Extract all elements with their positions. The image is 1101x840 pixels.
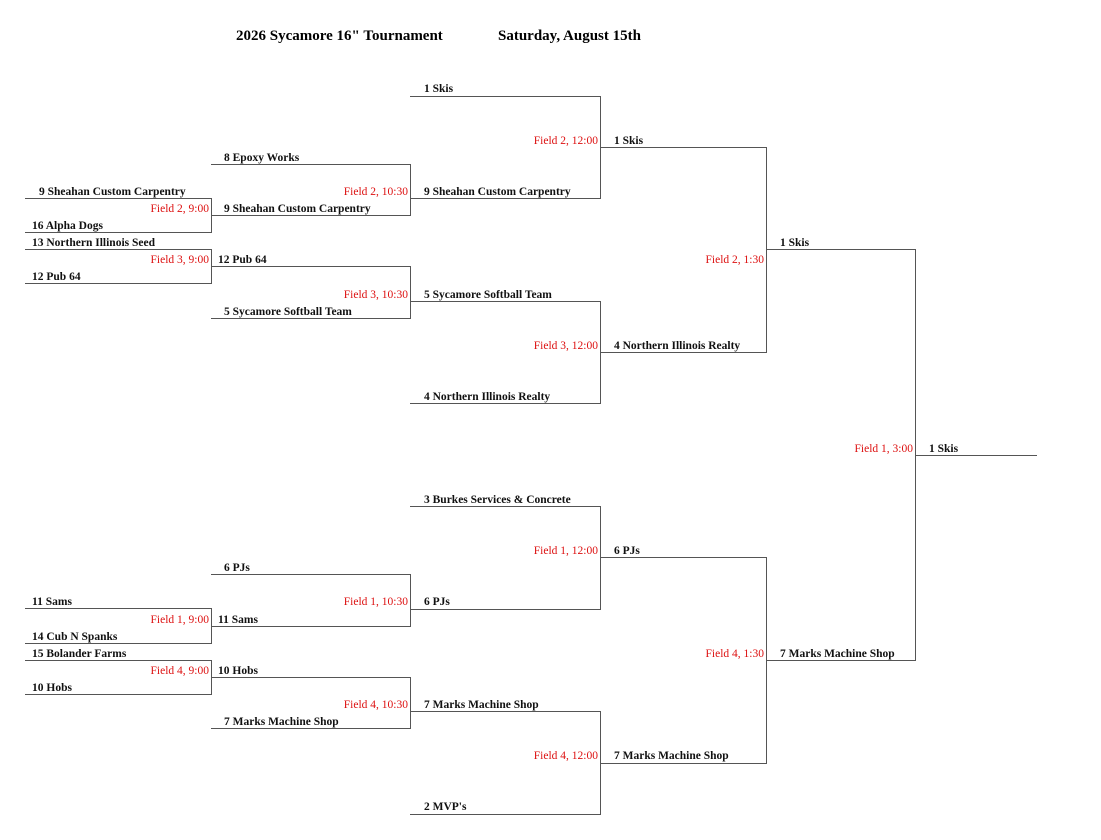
bracket-connector	[600, 557, 767, 764]
tournament-date: Saturday, August 15th	[498, 28, 642, 44]
team-slot: 9 Sheahan Custom Carpentry	[224, 203, 371, 215]
team-slot: 13 Northern Illinois Seed	[32, 237, 156, 249]
champion-name: 1 Skis	[929, 443, 959, 455]
game-field-time: Field 1, 3:00	[855, 443, 914, 455]
team-slot: 3 Burkes Services & Concrete	[424, 494, 571, 506]
team-slot: 9 Sheahan Custom Carpentry	[424, 186, 571, 198]
bracket-game: 10 Hobs 7 Marks Machine Shop Field 4, 10…	[211, 665, 411, 729]
bracket-connector	[211, 266, 411, 319]
game-field-time: Field 4, 9:00	[151, 665, 210, 677]
team-slot: 10 Hobs	[218, 665, 258, 677]
bracket-game: 9 Sheahan Custom Carpentry 16 Alpha Dogs…	[25, 186, 212, 233]
team-slot: 2 MVP's	[424, 801, 467, 813]
bracket-connector	[211, 164, 411, 216]
bracket-game: 6 PJs 11 Sams Field 1, 10:30	[211, 562, 411, 627]
team-slot: 1 Skis	[424, 83, 454, 95]
game-field-time: Field 2, 12:00	[534, 135, 598, 147]
game-field-time: Field 2, 1:30	[706, 254, 765, 266]
bracket-game: 15 Bolander Farms 10 Hobs Field 4, 9:00	[25, 648, 212, 695]
game-field-time: Field 3, 9:00	[151, 254, 210, 266]
team-slot: 11 Sams	[32, 596, 72, 608]
bracket-game: 6 PJs 7 Marks Machine Shop Field 4, 1:30	[600, 545, 767, 764]
team-slot: 11 Sams	[218, 614, 258, 626]
team-slot: 1 Skis	[780, 237, 810, 249]
team-slot: 6 PJs	[224, 562, 250, 574]
game-field-time: Field 4, 1:30	[706, 648, 765, 660]
round-3: 1 Skis 9 Sheahan Custom Carpentry Field …	[410, 83, 601, 815]
game-field-time: Field 2, 10:30	[344, 186, 408, 198]
team-slot: 7 Marks Machine Shop	[780, 648, 895, 660]
bracket-connector	[600, 147, 767, 353]
game-field-time: Field 3, 10:30	[344, 289, 408, 301]
game-field-time: Field 4, 10:30	[344, 699, 408, 711]
round-5: 1 Skis 7 Marks Machine Shop Field 1, 3:0…	[766, 237, 916, 661]
team-slot: 6 PJs	[614, 545, 640, 557]
bracket-connector	[211, 574, 411, 627]
champion-slot: 1 Skis	[915, 443, 1037, 456]
game-field-time: Field 4, 12:00	[534, 750, 598, 762]
team-slot: 7 Marks Machine Shop	[424, 699, 539, 711]
bracket-game: 3 Burkes Services & Concrete 6 PJs Field…	[410, 494, 601, 610]
round-1: 9 Sheahan Custom Carpentry 16 Alpha Dogs…	[25, 186, 212, 695]
team-slot: 7 Marks Machine Shop	[224, 716, 339, 728]
team-slot: 14 Cub N Spanks	[32, 631, 118, 643]
bracket-connector	[766, 249, 916, 661]
bracket-connector	[410, 506, 601, 610]
team-slot: 4 Northern Illinois Realty	[424, 391, 550, 403]
team-slot: 15 Bolander Farms	[32, 648, 127, 660]
bracket-game: 12 Pub 64 5 Sycamore Softball Team Field…	[211, 254, 411, 319]
team-slot: 6 PJs	[424, 596, 450, 608]
team-slot: 16 Alpha Dogs	[32, 220, 103, 232]
bracket-game: 7 Marks Machine Shop 2 MVP's Field 4, 12…	[410, 699, 601, 815]
team-slot: 8 Epoxy Works	[224, 152, 300, 164]
team-slot: 12 Pub 64	[218, 254, 267, 266]
bracket-game: 1 Skis 7 Marks Machine Shop Field 1, 3:0…	[766, 237, 916, 661]
bracket-game: 11 Sams 14 Cub N Spanks Field 1, 9:00	[25, 596, 212, 644]
bracket-connector	[410, 301, 601, 404]
bracket-connector	[410, 711, 601, 815]
bracket-game: 1 Skis 9 Sheahan Custom Carpentry Field …	[410, 83, 601, 199]
team-slot: 1 Skis	[614, 135, 644, 147]
bracket-game: 1 Skis 4 Northern Illinois Realty Field …	[600, 135, 767, 353]
team-slot: 12 Pub 64	[32, 271, 81, 283]
bracket-game: 13 Northern Illinois Seed 12 Pub 64 Fiel…	[25, 237, 212, 284]
team-slot: 5 Sycamore Softball Team	[224, 306, 352, 318]
game-field-time: Field 1, 12:00	[534, 545, 598, 557]
bracket-connector	[410, 96, 601, 199]
team-slot: 5 Sycamore Softball Team	[424, 289, 552, 301]
game-field-time: Field 1, 10:30	[344, 596, 408, 608]
team-slot: 10 Hobs	[32, 682, 72, 694]
team-slot: 4 Northern Illinois Realty	[614, 340, 740, 352]
bracket-game: 8 Epoxy Works 9 Sheahan Custom Carpentry…	[211, 152, 411, 216]
bracket-connector	[211, 677, 411, 729]
round-2: 8 Epoxy Works 9 Sheahan Custom Carpentry…	[211, 152, 411, 729]
round-4: 1 Skis 4 Northern Illinois Realty Field …	[600, 135, 767, 764]
game-field-time: Field 3, 12:00	[534, 340, 598, 352]
page-title: 2026 Sycamore 16" Tournament	[236, 28, 443, 44]
team-slot: 7 Marks Machine Shop	[614, 750, 729, 762]
game-field-time: Field 2, 9:00	[151, 203, 210, 215]
bracket-game: 5 Sycamore Softball Team 4 Northern Illi…	[410, 289, 601, 404]
game-field-time: Field 1, 9:00	[151, 614, 210, 626]
team-slot: 9 Sheahan Custom Carpentry	[39, 186, 186, 198]
